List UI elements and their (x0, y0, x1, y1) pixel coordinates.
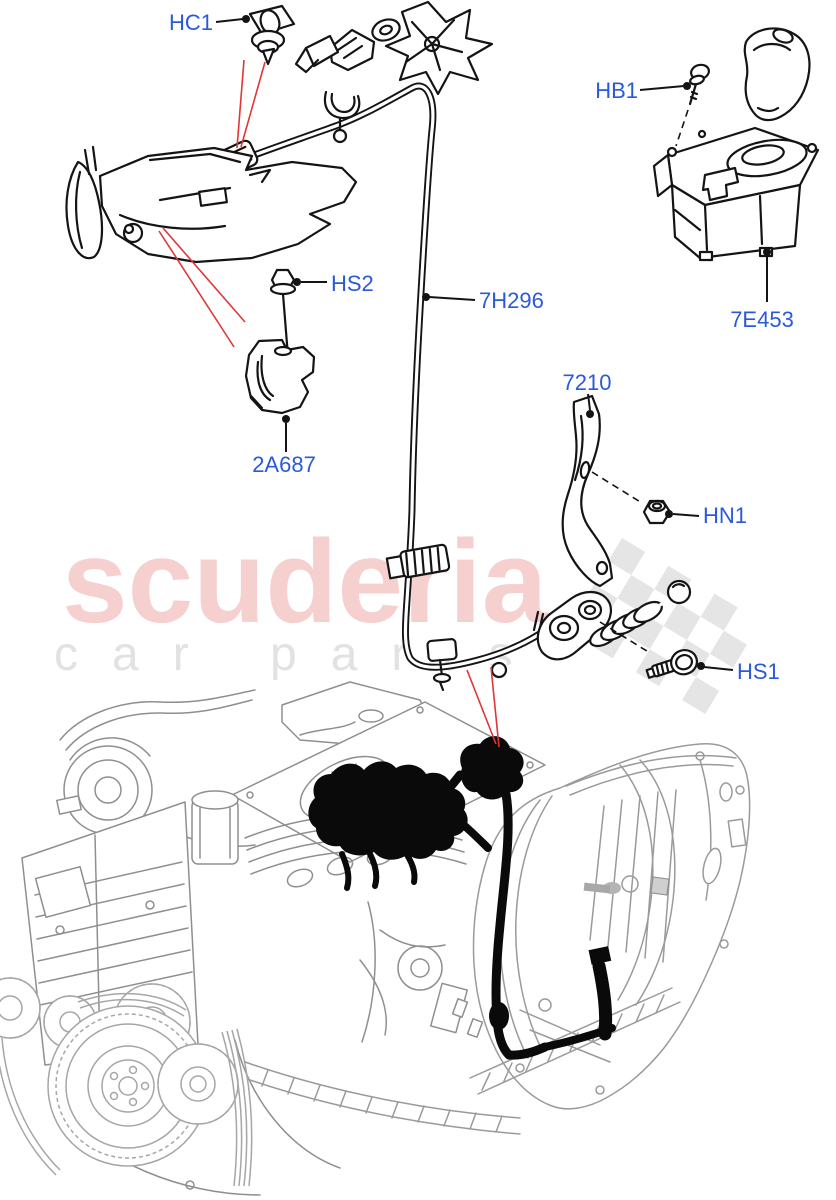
part-label-hn1[interactable]: HN1 (703, 503, 747, 528)
cable-clip (385, 543, 451, 580)
part-label-hs1[interactable]: HS1 (737, 659, 780, 684)
part-label-7210[interactable]: 7210 (563, 370, 612, 395)
part-labels: HC1 HB1 HS2 7H296 7E453 2A687 7210 HN1 H… (169, 10, 794, 684)
shift-cable-assembly (65, 0, 820, 692)
watermark-tagline-text: car parts (54, 628, 547, 681)
mounting-bracket (244, 338, 316, 415)
part-label-2a687[interactable]: 2A687 (252, 452, 316, 477)
cable-isolator-assembly (490, 579, 692, 679)
shifter-bracket-assembly (65, 145, 358, 264)
shifter-module (652, 27, 820, 262)
part-label-7h296[interactable]: 7H296 (479, 288, 544, 313)
hb1-bolt (688, 63, 710, 106)
hn1-nut (642, 499, 672, 525)
cable-grommet (384, 0, 494, 96)
part-label-hb1[interactable]: HB1 (595, 78, 638, 103)
hs1-bolt (645, 648, 699, 679)
part-label-hs2[interactable]: HS2 (331, 271, 374, 296)
transmission-illustration (244, 743, 751, 1135)
selector-cable-highlight (308, 736, 616, 1060)
hs2-bolt (269, 268, 297, 356)
watermark-brand-text: scuderia (62, 516, 549, 648)
selector-lever (561, 394, 614, 588)
part-label-hc1[interactable]: HC1 (169, 10, 213, 35)
engine-illustration (0, 681, 546, 1196)
hc1-clip (248, 4, 296, 66)
cable-pushpin-clamp (426, 638, 458, 692)
leader-lines (215, 15, 771, 671)
pulley-and-belt-group (0, 977, 253, 1187)
red-leader-lines (158, 59, 500, 748)
part-label-7e453[interactable]: 7E453 (730, 307, 794, 332)
